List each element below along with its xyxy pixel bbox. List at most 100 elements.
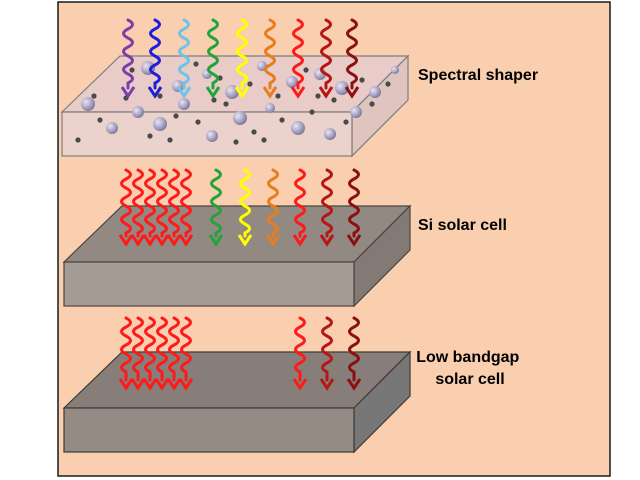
shaper-photon-yellow-4 [234, 18, 250, 99]
particle-sphere [286, 76, 298, 88]
shaper-photon-red-6-wave [292, 18, 304, 90]
si-photon-red-4 [166, 168, 182, 247]
low-bandgap-photon-deep_red-8-head [346, 378, 362, 391]
si-solar-cell-label: Si solar cell [418, 217, 507, 234]
si-photon-red-2-wave [144, 168, 156, 238]
si-photon-red-9-head [292, 234, 308, 247]
particle-dot [359, 77, 365, 83]
low-bandgap-photon-red-5 [178, 316, 194, 391]
low-bandgap-photon-red-3-head [154, 378, 170, 391]
spectral-shaper-slab [60, 54, 410, 158]
particle-dot [331, 97, 337, 103]
low-bandgap-photon-red-3-wave [156, 316, 168, 382]
si-photon-red-4-wave [168, 168, 180, 238]
shaper-photon-cyan-2 [176, 18, 192, 99]
si-photon-deep_red-11-wave [348, 168, 360, 238]
particle-dot [303, 67, 309, 73]
particle-dot [343, 119, 349, 125]
shaper-photon-yellow-4-head [234, 86, 250, 99]
si-photon-red-3-head [154, 234, 170, 247]
si-photon-orange-8-head [265, 234, 281, 247]
si-photon-red-0-head [118, 234, 134, 247]
low-bandgap-front-face [63, 407, 355, 453]
low-bandgap-slab [62, 350, 412, 454]
low-bandgap-label-line-2: solar cell [435, 371, 504, 388]
low-bandgap-photon-red-4-head [166, 378, 182, 391]
particle-dot [97, 117, 103, 123]
particle-dot [211, 97, 217, 103]
si-photon-red-1 [130, 168, 146, 247]
si-photon-deep_red-11-head [346, 234, 362, 247]
particle-dot [385, 81, 391, 87]
particle-sphere [153, 117, 167, 131]
si-photon-red-3-wave [156, 168, 168, 238]
low-bandgap-photon-red-2 [142, 316, 158, 391]
low-bandgap-photon-red-0-head [118, 378, 134, 391]
low-bandgap-photon-red-6-head [292, 378, 308, 391]
shaper-photon-green-3 [205, 18, 221, 99]
si-photon-orange-8-wave [267, 168, 279, 238]
particle-dot [195, 119, 201, 125]
low-bandgap-photon-deep_red-8-wave [348, 316, 360, 382]
low-bandgap-photon-red-6 [292, 316, 308, 391]
low-bandgap-photon-red-3 [154, 316, 170, 391]
si-solar-cell-photons [118, 168, 362, 247]
particle-dot [75, 137, 81, 143]
shaper-photon-red-6 [290, 18, 306, 99]
low-bandgap-photon-red-6-wave [294, 316, 306, 382]
shaper-photon-violet-0 [120, 18, 136, 99]
particle-dot [275, 93, 281, 99]
si-photon-yellow-7 [237, 168, 253, 247]
shaper-photon-cyan-2-wave [178, 18, 190, 90]
particle-sphere [335, 81, 349, 95]
low-bandgap-photon-deep_red-8 [346, 316, 362, 391]
particle-dot [369, 101, 375, 107]
low-bandgap-photon-red-0-wave [120, 316, 132, 382]
particle-sphere [81, 97, 95, 111]
si-photon-red-1-head [130, 234, 146, 247]
low-bandgap-photon-dark_red-7 [319, 316, 335, 391]
particle-sphere [233, 111, 247, 125]
low-bandgap-photon-red-4-wave [168, 316, 180, 382]
particle-sphere [265, 103, 275, 113]
low-bandgap-photon-red-1 [130, 316, 146, 391]
si-photon-red-3 [154, 168, 170, 247]
si-photon-dark_red-10 [319, 168, 335, 247]
shaper-photon-dark_red-7-head [318, 86, 334, 99]
si-photon-dark_red-10-wave [321, 168, 333, 238]
particle-sphere [132, 106, 144, 118]
shaper-top-face [60, 55, 410, 113]
particle-dot [157, 93, 163, 99]
si-photon-orange-8 [265, 168, 281, 247]
shaper-photon-blue-1-head [147, 86, 163, 99]
si-photon-yellow-7-head [237, 234, 253, 247]
si-photon-yellow-7-wave [239, 168, 251, 238]
si-photon-red-4-head [166, 234, 182, 247]
shaper-photon-blue-1 [147, 18, 163, 99]
shaper-photon-green-3-head [205, 86, 221, 99]
particle-dot [251, 129, 257, 135]
si-photon-red-9 [292, 168, 308, 247]
low-bandgap-photon-red-0 [118, 316, 134, 391]
low-bandgap-label: Low bandgap solar cell [416, 349, 524, 388]
particle-dot [315, 93, 321, 99]
si-photon-green-6-head [208, 234, 224, 247]
shaper-photon-orange-5 [262, 18, 278, 99]
particle-dot [223, 101, 229, 107]
si-photon-dark_red-10-head [319, 234, 335, 247]
shaper-photon-deep_red-8-wave [346, 18, 358, 90]
particle-dot [173, 113, 179, 119]
shaper-photon-dark_red-7 [318, 18, 334, 99]
shaper-photon-yellow-4-wave [236, 18, 248, 90]
particle-sphere [178, 98, 190, 110]
low-bandgap-photons [118, 316, 362, 391]
low-bandgap-photon-red-5-wave [180, 316, 192, 382]
si-photon-green-6-wave [210, 168, 222, 238]
particle-sphere [291, 121, 305, 135]
shaper-photon-dark_red-7-wave [320, 18, 332, 90]
si-top-face [62, 205, 412, 263]
particle-dot [147, 133, 153, 139]
particle-dot [91, 93, 97, 99]
particle-dot [167, 137, 173, 143]
particle-dot [193, 61, 199, 67]
